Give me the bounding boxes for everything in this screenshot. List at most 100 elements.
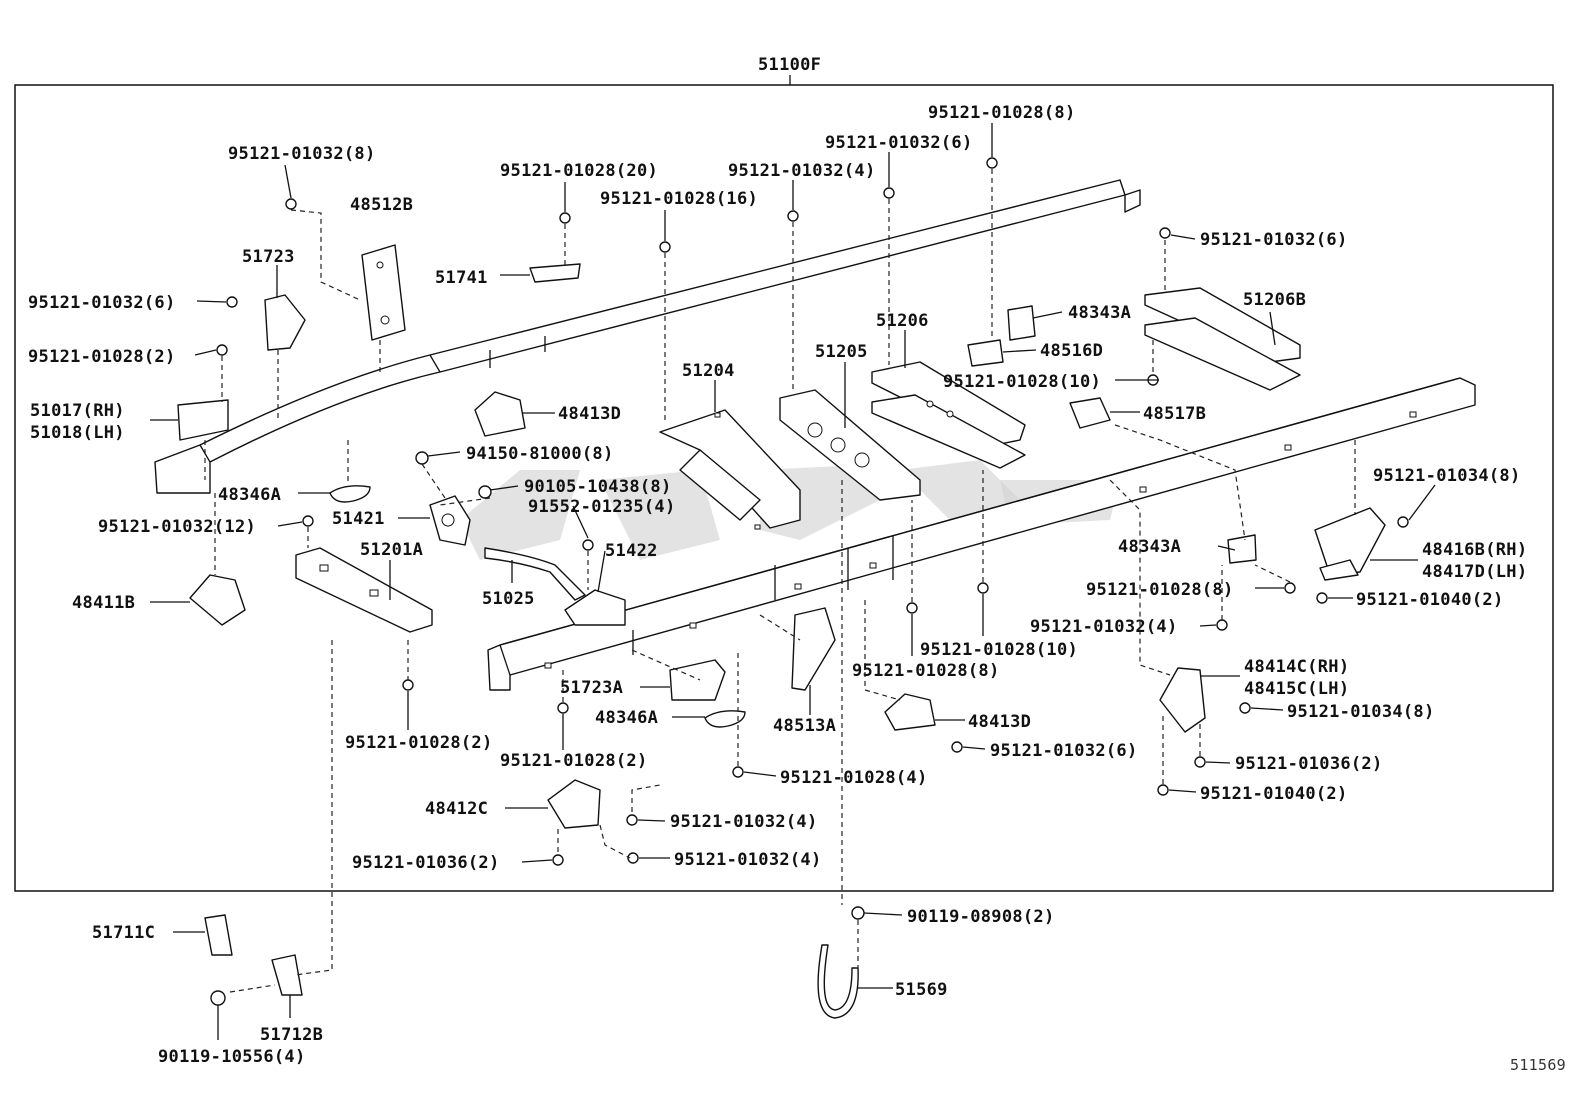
callout-48414C-rh: 48414C(RH): [1244, 657, 1349, 677]
callout-51723: 51723: [242, 247, 295, 267]
callout-95121-01040-2-right: 95121-01040(2): [1356, 590, 1504, 610]
bracket-51723: [264, 294, 306, 351]
bracket-48413D-upper: [474, 391, 526, 437]
callout-95121-01032-6-left: 95121-01032(6): [28, 293, 176, 313]
callout-95121-01034-8-lower: 95121-01034(8): [1287, 702, 1435, 722]
crossmember-51206: [871, 361, 1026, 469]
callout-48516D: 48516D: [1040, 341, 1103, 361]
callout-51569: 51569: [895, 980, 948, 1000]
bracket-51723A: [669, 659, 726, 701]
callout-48417D-lh: 48417D(LH): [1422, 562, 1527, 582]
right-frame-rail: [487, 377, 1476, 691]
callout-51018-lh: 51018(LH): [30, 423, 125, 443]
bracket-51741: [529, 263, 581, 283]
callout-48517B: 48517B: [1143, 404, 1206, 424]
alignment-lines: [204, 169, 1356, 993]
callout-51205: 51205: [815, 342, 868, 362]
callout-94150-81000: 94150-81000(8): [466, 444, 614, 464]
callout-48512B: 48512B: [350, 195, 413, 215]
callout-90119-08908: 90119-08908(2): [907, 907, 1055, 927]
bracket-48411B: [189, 574, 246, 626]
callout-51206: 51206: [876, 311, 929, 331]
callout-90119-10556: 90119-10556(4): [158, 1047, 306, 1067]
callout-95121-01028-16: 95121-01028(16): [600, 189, 758, 209]
callout-labels: 95121-01032(8) 48512B 51723 95121-01032(…: [28, 103, 1527, 1067]
left-frame-rail: [154, 179, 1141, 494]
callout-95121-01032-8: 95121-01032(8): [228, 144, 376, 164]
callout-95121-01028-8-lower: 95121-01028(8): [852, 661, 1000, 681]
crossmember-51204: [659, 409, 801, 530]
callout-51741: 51741: [435, 268, 488, 288]
callout-95121-01036-2-left: 95121-01036(2): [352, 853, 500, 873]
callout-48415C-lh: 48415C(LH): [1244, 679, 1349, 699]
callout-51201A: 51201A: [360, 540, 423, 560]
callout-95121-01028-10-upper: 95121-01028(10): [943, 372, 1101, 392]
bracket-48412C: [547, 779, 601, 829]
callout-51421: 51421: [332, 509, 385, 529]
callout-95121-01028-10-lower: 95121-01028(10): [920, 640, 1078, 660]
assembly-frame: 51100F: [14, 55, 1554, 892]
callout-48413D-lower: 48413D: [968, 712, 1031, 732]
callout-95121-01032-4-right: 95121-01032(4): [1030, 617, 1178, 637]
callout-95121-01028-2-lower: 95121-01028(2): [500, 751, 648, 771]
callout-95121-01032-12: 95121-01032(12): [98, 517, 256, 537]
bracket-48343A-lower: [1227, 534, 1257, 564]
callout-51711C: 51711C: [92, 923, 155, 943]
mount-51422: [564, 589, 626, 626]
callout-51204: 51204: [682, 361, 735, 381]
bracket-48513A: [791, 607, 836, 691]
callout-95121-01028-8-right: 95121-01028(8): [1086, 580, 1234, 600]
pad-48346A-lower: [704, 710, 746, 728]
callout-95121-01032-4-top: 95121-01032(4): [728, 161, 876, 181]
callout-48343A-upper: 48343A: [1068, 303, 1131, 323]
callout-90105-10438: 90105-10438(8): [524, 477, 672, 497]
callout-95121-01028-2-left: 95121-01028(2): [28, 347, 176, 367]
callout-51206B: 51206B: [1243, 290, 1306, 310]
callout-48346A-lower: 48346A: [595, 708, 658, 728]
callout-95121-01028-4: 95121-01028(4): [780, 768, 928, 788]
callout-95121-01028-8-top: 95121-01028(8): [928, 103, 1076, 123]
callout-48343A-lower: 48343A: [1118, 537, 1181, 557]
bracket-51711C: [204, 914, 233, 956]
bracket-48343A-upper: [1007, 305, 1036, 341]
mount-51421: [429, 495, 471, 546]
callout-48412C: 48412C: [425, 799, 488, 819]
callout-95121-01032-4-lower-a: 95121-01032(4): [670, 812, 818, 832]
callout-95121-01034-8-right: 95121-01034(8): [1373, 466, 1521, 486]
callout-51017-rh: 51017(RH): [30, 401, 125, 421]
callout-48416B-rh: 48416B(RH): [1422, 540, 1527, 560]
crossmember-51201A: [295, 547, 433, 633]
callout-95121-01032-6-lower: 95121-01032(6): [990, 741, 1138, 761]
callout-51025: 51025: [482, 589, 535, 609]
bracket-48512B: [361, 244, 406, 341]
callout-48413D-upper: 48413D: [558, 404, 621, 424]
bracket-48414C: [1159, 667, 1206, 733]
callout-48346A-upper: 48346A: [218, 485, 281, 505]
main-assembly-label: 51100F: [758, 55, 821, 75]
bracket-48516D: [967, 339, 1004, 367]
bracket-51712B: [271, 954, 303, 996]
callout-48513A: 48513A: [773, 716, 836, 736]
callout-95121-01036-2-right: 95121-01036(2): [1235, 754, 1383, 774]
callout-51723A: 51723A: [560, 678, 623, 698]
pad-48346A-upper: [329, 485, 371, 503]
fasteners: [210, 157, 1409, 1006]
bar-51025: [484, 547, 586, 601]
callout-95121-01032-6-top: 95121-01032(6): [825, 133, 973, 153]
bracket-48517B: [1069, 397, 1111, 429]
callout-48411B: 48411B: [72, 593, 135, 613]
bracket-48413D-lower: [884, 693, 936, 731]
assembly-boundary: [14, 84, 1554, 892]
crossmember-51206B: [1144, 287, 1301, 391]
callout-95121-01032-6-right: 95121-01032(6): [1200, 230, 1348, 250]
callout-51422: 51422: [605, 541, 658, 561]
callout-95121-01028-20: 95121-01028(20): [500, 161, 658, 181]
callout-95121-01040-2-lower: 95121-01040(2): [1200, 784, 1348, 804]
callout-91552-01235: 91552-01235(4): [528, 497, 676, 517]
bracket-48416B: [1314, 507, 1386, 581]
callout-95121-01028-2-mid: 95121-01028(2): [345, 733, 493, 753]
leader-lines: [150, 123, 1436, 1040]
callout-95121-01032-4-lower-b: 95121-01032(4): [674, 850, 822, 870]
bracket-51017: [177, 399, 229, 441]
